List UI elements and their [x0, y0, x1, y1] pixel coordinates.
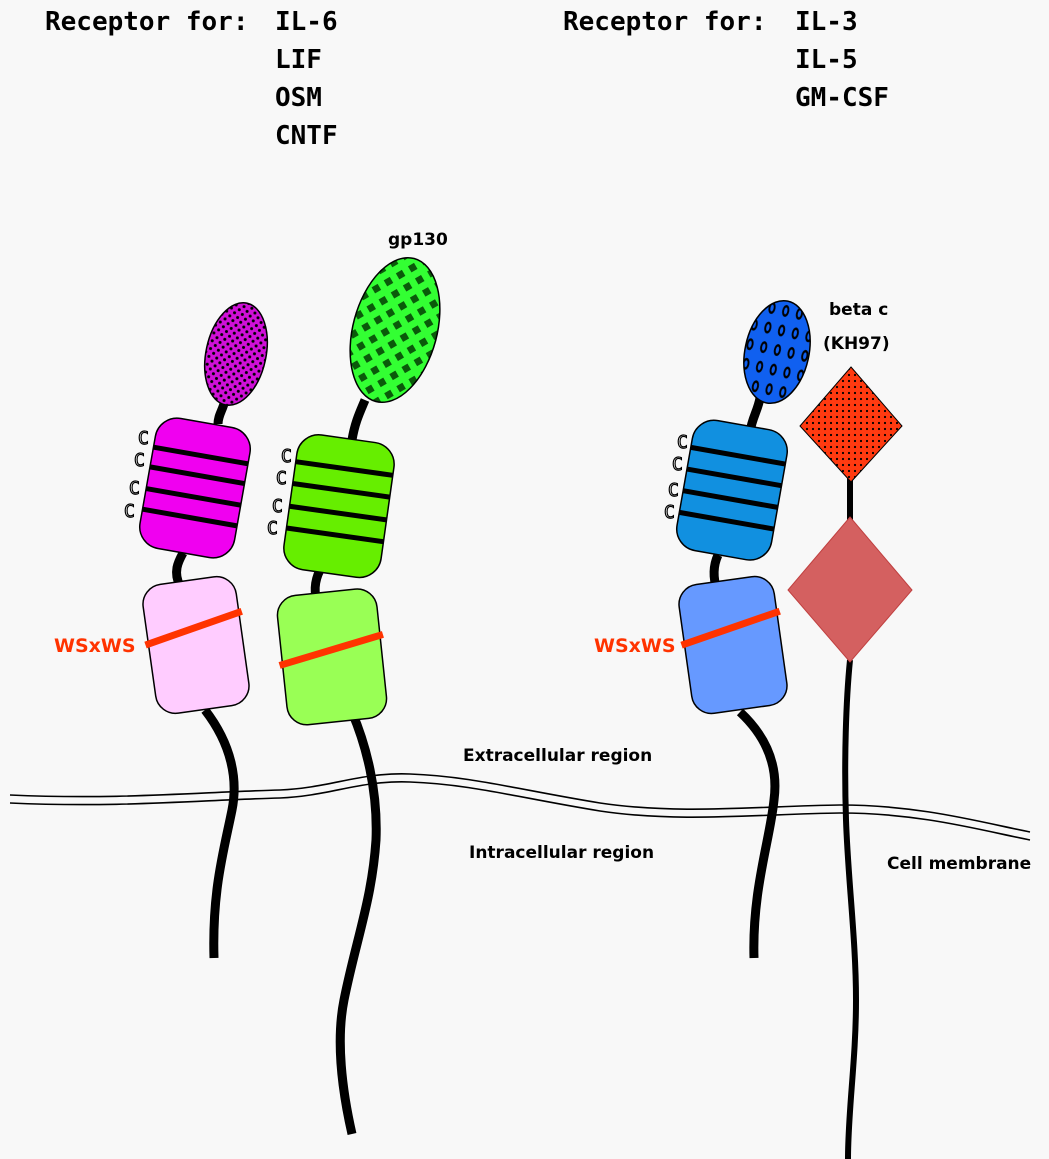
cysteine-mark: C — [672, 454, 683, 475]
ligand-right-2: IL-5 — [795, 45, 858, 75]
cell-membrane-label: Cell membrane — [887, 854, 1031, 874]
header-right: Receptor for: IL-3 IL-5 GM-CSF — [563, 7, 889, 113]
cysteine-mark: C — [668, 480, 679, 501]
header-left: Receptor for: IL-6 LIF OSM CNTF — [45, 7, 338, 151]
ligand-left-2: LIF — [275, 45, 322, 75]
beta-c-tail — [845, 660, 856, 1159]
cysteine-mark: C — [124, 501, 135, 522]
cysteine-mark: C — [272, 496, 283, 517]
cysteine-mark: C — [267, 518, 278, 539]
ligand-right-1: IL-3 — [795, 7, 858, 37]
wsxws-label-right: WSxWS — [594, 635, 676, 657]
beta-c-receptor — [788, 367, 912, 1159]
ligand-right-3: GM-CSF — [795, 83, 889, 113]
beta-c-label: beta c — [829, 300, 888, 320]
gp130-fn3-domain — [272, 587, 391, 727]
il3-alpha-ig-domain — [735, 294, 819, 409]
il6-alpha-ig-domain — [196, 297, 276, 411]
ligand-left-1: IL-6 — [275, 7, 338, 37]
extracellular-label: Extracellular region — [463, 746, 652, 766]
cysteine-mark: C — [281, 446, 292, 467]
il6-alpha-cytokine-domain — [136, 415, 253, 562]
cysteine-mark: C — [677, 432, 688, 453]
ligand-left-3: OSM — [275, 83, 322, 113]
il3-alpha-cytokine-domain — [673, 417, 790, 564]
il6-receptor-alpha: C C C C — [124, 297, 276, 958]
beta-c-bottom-domain — [788, 517, 912, 662]
cysteine-mark: C — [276, 468, 287, 489]
wsxws-label-left: WSxWS — [54, 635, 136, 657]
il6-alpha-tail — [205, 710, 234, 958]
gp130-linker-top — [352, 400, 365, 440]
il6-alpha-fn3-domain — [137, 574, 254, 717]
cell-membrane — [10, 774, 1030, 840]
gp130-ig-domain — [335, 248, 454, 413]
il3-receptor-alpha: C C C C — [664, 294, 819, 958]
gp130-tail — [340, 712, 376, 1134]
beta-c-top-domain — [800, 367, 902, 482]
cysteine-mark: C — [664, 502, 675, 523]
il3-alpha-tail — [740, 712, 775, 958]
cysteine-mark: C — [138, 428, 149, 449]
intracellular-label: Intracellular region — [469, 843, 654, 863]
gp130-receptor: C C C C — [267, 248, 455, 1134]
ligand-left-4: CNTF — [275, 121, 338, 151]
cysteine-mark: C — [129, 478, 140, 499]
gp130-cytokine-domain — [281, 432, 397, 580]
beta-c-alias-label: (KH97) — [823, 334, 890, 354]
il3-alpha-fn3-domain — [673, 574, 792, 717]
gp130-label: gp130 — [388, 230, 448, 250]
receptor-for-label-left: Receptor for: — [45, 7, 249, 37]
cysteine-mark: C — [134, 450, 145, 471]
receptor-for-label-right: Receptor for: — [563, 7, 767, 37]
